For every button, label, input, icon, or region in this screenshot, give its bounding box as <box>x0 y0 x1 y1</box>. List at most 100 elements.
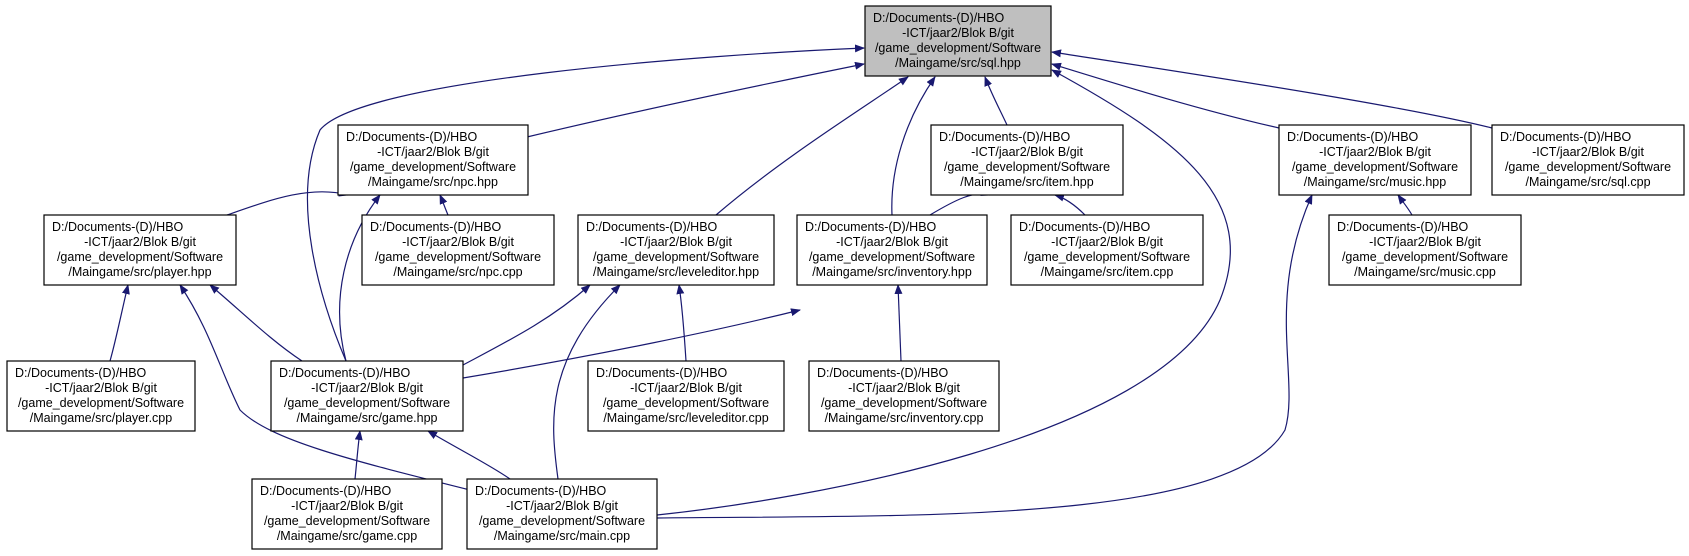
node-label-line: -ICT/jaar2/Blok B/git <box>506 499 618 513</box>
node-player-hpp[interactable]: D:/Documents-(D)/HBO-ICT/jaar2/Blok B/gi… <box>43 214 237 286</box>
node-label-line: -ICT/jaar2/Blok B/git <box>836 235 948 249</box>
edge-inventory-cpp-to-inventory-hpp <box>894 284 903 362</box>
node-inventory-cpp[interactable]: D:/Documents-(D)/HBO-ICT/jaar2/Blok B/gi… <box>808 360 1000 432</box>
node-item-cpp[interactable]: D:/Documents-(D)/HBO-ICT/jaar2/Blok B/gi… <box>1010 214 1204 286</box>
node-label-line: /Maingame/src/leveleditor.hpp <box>593 265 759 279</box>
node-label-line: /game_development/Software <box>1292 160 1458 174</box>
node-main-cpp[interactable]: D:/Documents-(D)/HBO-ICT/jaar2/Blok B/gi… <box>466 478 658 550</box>
node-label-line: /Maingame/src/inventory.hpp <box>812 265 972 279</box>
node-sql-cpp[interactable]: D:/Documents-(D)/HBO-ICT/jaar2/Blok B/gi… <box>1491 124 1685 196</box>
edge-game-hpp-to-leveleditor-hpp <box>462 284 591 366</box>
node-label-line: /Maingame/src/main.cpp <box>494 529 630 543</box>
node-game-cpp[interactable]: D:/Documents-(D)/HBO-ICT/jaar2/Blok B/gi… <box>251 478 443 550</box>
node-label-line: -ICT/jaar2/Blok B/git <box>620 235 732 249</box>
node-label-line: /game_development/Software <box>350 160 516 174</box>
node-label-line: D:/Documents-(D)/HBO <box>1287 130 1419 144</box>
node-inventory-hpp[interactable]: D:/Documents-(D)/HBO-ICT/jaar2/Blok B/gi… <box>796 214 988 286</box>
node-label-line: D:/Documents-(D)/HBO <box>873 11 1005 25</box>
node-box <box>270 360 464 432</box>
node-label-line: D:/Documents-(D)/HBO <box>370 220 502 234</box>
node-label-line: /game_development/Software <box>57 250 223 264</box>
node-music-cpp[interactable]: D:/Documents-(D)/HBO-ICT/jaar2/Blok B/gi… <box>1328 214 1522 286</box>
node-npc-cpp[interactable]: D:/Documents-(D)/HBO-ICT/jaar2/Blok B/gi… <box>361 214 555 286</box>
node-box <box>337 124 529 196</box>
node-label-line: -ICT/jaar2/Blok B/git <box>1369 235 1481 249</box>
edge-game-cpp-to-game-hpp <box>354 430 363 480</box>
node-label-line: /game_development/Software <box>1342 250 1508 264</box>
node-label-line: /game_development/Software <box>375 250 541 264</box>
node-label-line: /Maingame/src/npc.hpp <box>368 175 498 189</box>
node-label-line: -ICT/jaar2/Blok B/git <box>311 381 423 395</box>
node-label-line: /Maingame/src/music.cpp <box>1354 265 1496 279</box>
node-box <box>796 214 988 286</box>
node-box <box>930 124 1124 196</box>
node-item-hpp[interactable]: D:/Documents-(D)/HBO-ICT/jaar2/Blok B/gi… <box>930 124 1124 196</box>
node-label-line: /Maingame/src/item.hpp <box>960 175 1093 189</box>
node-label-line: /game_development/Software <box>1024 250 1190 264</box>
edge-npc-hpp-to-sql-hpp <box>526 61 865 138</box>
node-label-line: /Maingame/src/npc.cpp <box>393 265 522 279</box>
node-label-line: /Maingame/src/player.cpp <box>30 411 172 425</box>
node-label-line: /game_development/Software <box>603 396 769 410</box>
node-label-line: D:/Documents-(D)/HBO <box>1337 220 1469 234</box>
node-label-line: /Maingame/src/leveleditor.cpp <box>603 411 768 425</box>
node-label-line: -ICT/jaar2/Blok B/git <box>848 381 960 395</box>
node-label-line: -ICT/jaar2/Blok B/git <box>971 145 1083 159</box>
node-box <box>6 360 196 432</box>
edge-item-cpp-to-item-hpp <box>1054 193 1086 216</box>
edge-inventory-hpp-to-item-hpp <box>929 188 991 216</box>
node-label-line: /game_development/Software <box>1505 160 1671 174</box>
edge-item-hpp-to-sql-hpp <box>984 76 1008 126</box>
edge-player-cpp-to-player-hpp <box>109 284 130 362</box>
node-label-line: /Maingame/src/sql.cpp <box>1525 175 1650 189</box>
node-label-line: /game_development/Software <box>479 514 645 528</box>
node-label-line: /Maingame/src/player.hpp <box>68 265 211 279</box>
node-sql-hpp[interactable]: D:/Documents-(D)/HBO-ICT/jaar2/Blok B/gi… <box>864 5 1052 77</box>
edge-game-hpp-to-player-hpp <box>209 284 303 362</box>
node-label-line: /game_development/Software <box>18 396 184 410</box>
node-label-line: /game_development/Software <box>284 396 450 410</box>
node-box <box>361 214 555 286</box>
node-label-line: -ICT/jaar2/Blok B/git <box>1532 145 1644 159</box>
node-box <box>466 478 658 550</box>
node-box <box>808 360 1000 432</box>
node-label-line: D:/Documents-(D)/HBO <box>15 366 147 380</box>
edge-game-hpp-to-npc-hpp <box>339 194 381 362</box>
node-label-line: -ICT/jaar2/Blok B/git <box>45 381 157 395</box>
node-label-line: D:/Documents-(D)/HBO <box>939 130 1071 144</box>
node-music-hpp[interactable]: D:/Documents-(D)/HBO-ICT/jaar2/Blok B/gi… <box>1278 124 1472 196</box>
edge-leveleditor-cpp-to-leveleditor-hpp <box>676 284 687 362</box>
node-label-line: /Maingame/src/sql.hpp <box>895 56 1021 70</box>
nodes-layer: D:/Documents-(D)/HBO-ICT/jaar2/Blok B/gi… <box>6 5 1685 550</box>
edge-music-hpp-to-sql-hpp <box>1051 62 1280 129</box>
node-label-line: -ICT/jaar2/Blok B/git <box>1319 145 1431 159</box>
edge-player-hpp-to-npc-hpp <box>226 188 349 216</box>
node-label-line: /game_development/Software <box>809 250 975 264</box>
node-label-line: -ICT/jaar2/Blok B/git <box>377 145 489 159</box>
node-player-cpp[interactable]: D:/Documents-(D)/HBO-ICT/jaar2/Blok B/gi… <box>6 360 196 432</box>
node-label-line: D:/Documents-(D)/HBO <box>52 220 184 234</box>
node-label-line: -ICT/jaar2/Blok B/git <box>630 381 742 395</box>
node-npc-hpp[interactable]: D:/Documents-(D)/HBO-ICT/jaar2/Blok B/gi… <box>337 124 529 196</box>
node-label-line: -ICT/jaar2/Blok B/git <box>1051 235 1163 249</box>
node-label-line: /Maingame/src/music.hpp <box>1304 175 1446 189</box>
node-game-hpp[interactable]: D:/Documents-(D)/HBO-ICT/jaar2/Blok B/gi… <box>270 360 464 432</box>
node-label-line: -ICT/jaar2/Blok B/git <box>291 499 403 513</box>
node-box <box>587 360 785 432</box>
node-label-line: /game_development/Software <box>875 41 1041 55</box>
edge-main-cpp-to-player-hpp <box>179 284 471 491</box>
node-label-line: D:/Documents-(D)/HBO <box>586 220 718 234</box>
edge-leveleditor-hpp-to-sql-hpp <box>715 76 909 216</box>
node-leveleditor-hpp[interactable]: D:/Documents-(D)/HBO-ICT/jaar2/Blok B/gi… <box>577 214 775 286</box>
node-label-line: D:/Documents-(D)/HBO <box>475 484 607 498</box>
node-label-line: /Maingame/src/game.hpp <box>296 411 437 425</box>
edge-game-hpp-to-inventory-hpp <box>462 308 801 379</box>
node-label-line: /Maingame/src/game.cpp <box>277 529 417 543</box>
node-leveleditor-cpp[interactable]: D:/Documents-(D)/HBO-ICT/jaar2/Blok B/gi… <box>587 360 785 432</box>
node-box <box>1010 214 1204 286</box>
node-label-line: D:/Documents-(D)/HBO <box>596 366 728 380</box>
edge-main-cpp-to-sql-hpp <box>656 69 1231 516</box>
node-label-line: D:/Documents-(D)/HBO <box>1500 130 1632 144</box>
edge-main-cpp-to-leveleditor-hpp <box>553 284 621 480</box>
